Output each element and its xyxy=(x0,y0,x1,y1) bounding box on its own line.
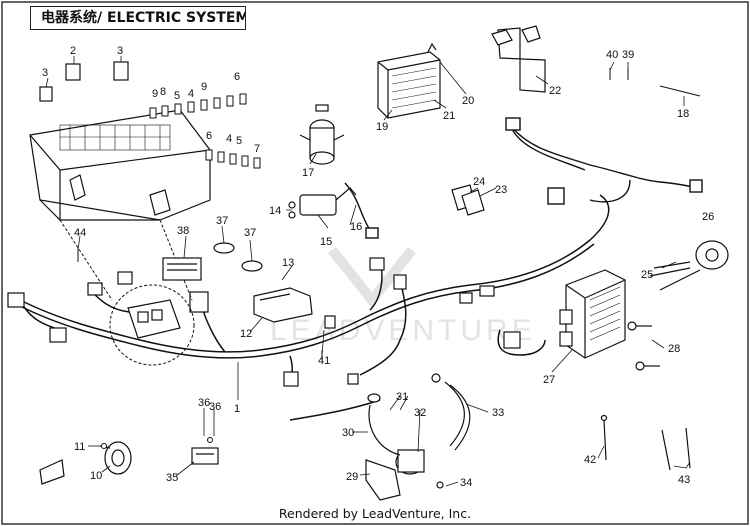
cable-tie[interactable] xyxy=(600,414,691,471)
callout-4: 4 xyxy=(188,88,194,100)
callout-36: 36 xyxy=(209,401,221,413)
callout-34: 34 xyxy=(460,477,472,489)
callout-32: 32 xyxy=(414,407,426,419)
fuel-pump-assembly[interactable] xyxy=(365,373,471,501)
callout-1: 1 xyxy=(234,403,240,415)
callout-2: 2 xyxy=(70,45,76,57)
ecu-module[interactable] xyxy=(162,257,202,281)
callout-labels: 1 2 3 3 4 4 5 5 6 6 7 8 9 9 10 11 12 13 … xyxy=(42,45,714,489)
callout-9: 9 xyxy=(201,81,207,93)
callout-27: 27 xyxy=(543,374,555,386)
callout-37: 37 xyxy=(244,227,256,239)
watermark: LEADVENTURE xyxy=(270,246,536,347)
wire-harness-upper[interactable] xyxy=(505,117,703,205)
watermark-text: LEADVENTURE xyxy=(270,314,536,347)
callout-17: 17 xyxy=(302,167,314,179)
relay[interactable] xyxy=(39,61,129,102)
fuse-box[interactable] xyxy=(29,109,211,221)
callout-31: 31 xyxy=(396,391,408,403)
callout-24: 24 xyxy=(473,176,485,188)
control-unit[interactable] xyxy=(253,287,313,323)
fuse-box-connector[interactable] xyxy=(127,299,181,339)
callout-7: 7 xyxy=(254,143,260,155)
sensor-wire[interactable] xyxy=(344,182,379,239)
callout-29: 29 xyxy=(346,471,358,483)
callout-16: 16 xyxy=(350,221,362,233)
callout-10: 10 xyxy=(90,470,102,482)
callout-15: 15 xyxy=(320,236,332,248)
callout-5: 5 xyxy=(236,135,242,147)
callout-41: 41 xyxy=(318,355,330,367)
callout-35: 35 xyxy=(166,472,178,484)
footer-credit: Rendered by LeadVenture, Inc. xyxy=(278,506,472,521)
detail-callout-circle xyxy=(59,219,195,366)
callout-6: 6 xyxy=(206,130,212,142)
bolt[interactable] xyxy=(627,321,660,371)
callout-18: 18 xyxy=(677,108,689,120)
callout-43: 43 xyxy=(678,474,690,486)
front-direction-arrow xyxy=(39,459,65,485)
callout-30: 30 xyxy=(342,427,354,439)
callout-5: 5 xyxy=(174,90,180,102)
callout-14: 14 xyxy=(269,205,281,217)
callout-12: 12 xyxy=(240,328,252,340)
harness-connector[interactable] xyxy=(7,257,521,387)
leader-lines xyxy=(45,56,691,487)
connector[interactable] xyxy=(451,184,485,216)
callout-25: 25 xyxy=(641,269,653,281)
callout-3: 3 xyxy=(42,67,48,79)
callout-38: 38 xyxy=(177,225,189,237)
callout-20: 20 xyxy=(462,95,474,107)
callout-6: 6 xyxy=(234,71,240,83)
callout-40: 40 xyxy=(606,49,618,61)
callout-42: 42 xyxy=(584,454,596,466)
callout-11: 11 xyxy=(74,441,85,453)
callout-9: 9 xyxy=(152,88,158,100)
connector-block[interactable] xyxy=(191,447,219,465)
callout-37: 37 xyxy=(216,215,228,227)
callout-33: 33 xyxy=(492,407,504,419)
sensor[interactable] xyxy=(288,187,357,219)
callout-4: 4 xyxy=(226,133,232,145)
main-wire-harness[interactable] xyxy=(19,194,610,421)
callout-13: 13 xyxy=(282,257,294,269)
fuse-set[interactable] xyxy=(149,93,261,169)
callout-21: 21 xyxy=(443,110,455,122)
callout-22: 22 xyxy=(549,85,561,97)
callout-23: 23 xyxy=(495,184,507,196)
hose-clip[interactable] xyxy=(213,242,263,272)
callout-44: 44 xyxy=(74,227,86,239)
battery-bracket[interactable] xyxy=(491,25,546,93)
callout-19: 19 xyxy=(376,121,388,133)
horn-switch[interactable] xyxy=(649,240,729,291)
callout-39: 39 xyxy=(622,49,634,61)
callout-26: 26 xyxy=(702,211,714,223)
voltage-regulator[interactable] xyxy=(559,269,626,359)
diagram-title: 电器系统/ ELECTRIC SYSTEM xyxy=(30,6,246,30)
battery[interactable] xyxy=(377,42,441,119)
callout-28: 28 xyxy=(668,343,680,355)
callout-8: 8 xyxy=(160,86,166,98)
horn[interactable] xyxy=(99,441,132,475)
starter-relay[interactable] xyxy=(299,104,345,165)
callout-36: 36 xyxy=(198,397,210,409)
callout-3: 3 xyxy=(117,45,123,57)
